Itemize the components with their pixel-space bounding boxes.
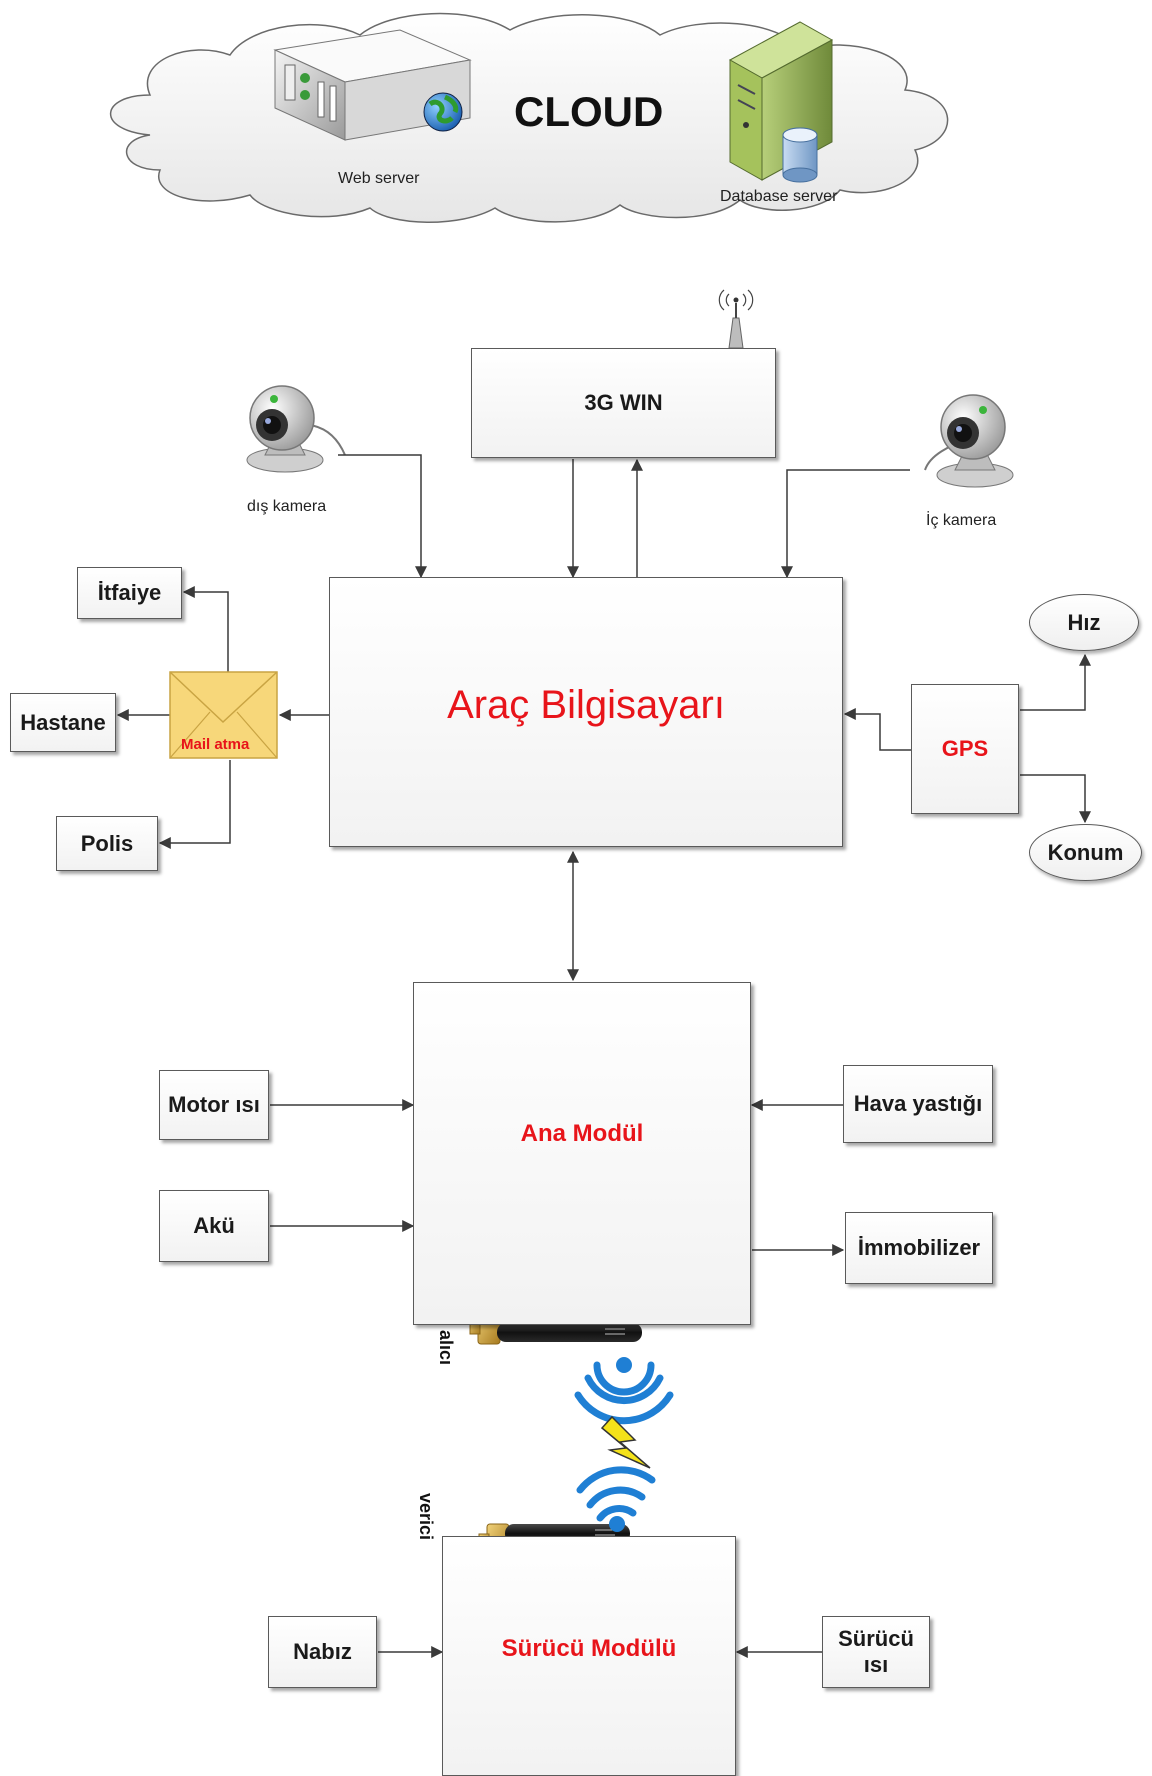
cloud-title: CLOUD [514, 88, 664, 135]
driver-module-box: Sürücü Modülü [442, 1536, 736, 1776]
inner-camera-label: İç kamera [926, 512, 997, 529]
antenna-icon [718, 289, 754, 349]
receiver-label: alıcı [436, 1330, 456, 1366]
main-module-label: Ana Modül [520, 1119, 644, 1147]
location-label: Konum [1047, 839, 1124, 865]
speed-ellipse: Hız [1029, 594, 1139, 651]
outer-camera-label: dış kamera [247, 498, 327, 515]
airbag-box: Hava yastığı [843, 1065, 993, 1143]
mail-envelope-icon [169, 671, 278, 759]
mail-label: Mail atma [181, 736, 250, 753]
location-ellipse: Konum [1029, 824, 1142, 881]
driver-temp-label: Sürücü ısı [838, 1626, 914, 1677]
gps-label: GPS [941, 736, 989, 761]
web-server-label: Web server [338, 170, 420, 187]
driver-temp-box: Sürücü ısı [822, 1616, 930, 1688]
immobilizer-label: İmmobilizer [857, 1235, 981, 1260]
win3g-box: 3G WIN [471, 348, 776, 458]
fire-dept-label: İtfaiye [97, 580, 162, 605]
connectors [116, 454, 1091, 1658]
vehicle-computer-box: Araç Bilgisayarı [329, 577, 843, 847]
airbag-label: Hava yastığı [853, 1091, 983, 1116]
transmitter-label: verici [416, 1493, 436, 1541]
wifi-signal-transmit-icon [576, 1466, 656, 1532]
database-server-icon [728, 21, 834, 183]
vehicle-computer-label: Araç Bilgisayarı [447, 682, 725, 727]
win3g-label: 3G WIN [584, 390, 663, 415]
immobilizer-box: İmmobilizer [845, 1212, 993, 1284]
speed-label: Hız [1067, 609, 1101, 635]
web-server-icon [273, 29, 472, 141]
gps-box: GPS [911, 684, 1019, 814]
hospital-label: Hastane [20, 709, 106, 735]
engine-temp-box: Motor ısı [159, 1070, 269, 1140]
pulse-label: Nabız [293, 1639, 352, 1664]
pulse-box: Nabız [268, 1616, 377, 1688]
police-label: Polis [80, 830, 134, 856]
hospital-box: Hastane [10, 693, 116, 752]
main-module-box: Ana Modül [413, 982, 751, 1325]
outer-camera-icon [246, 385, 346, 473]
police-box: Polis [56, 816, 158, 871]
fire-dept-box: İtfaiye [77, 567, 182, 619]
database-server-label: Database server [720, 188, 838, 205]
driver-module-label: Sürücü Modülü [501, 1635, 677, 1662]
inner-camera-icon [924, 394, 1014, 488]
battery-box: Akü [159, 1190, 269, 1262]
battery-label: Akü [193, 1213, 235, 1238]
engine-temp-label: Motor ısı [168, 1092, 260, 1117]
lightning-icon [600, 1415, 651, 1469]
wifi-signal-receive-icon [574, 1357, 674, 1425]
